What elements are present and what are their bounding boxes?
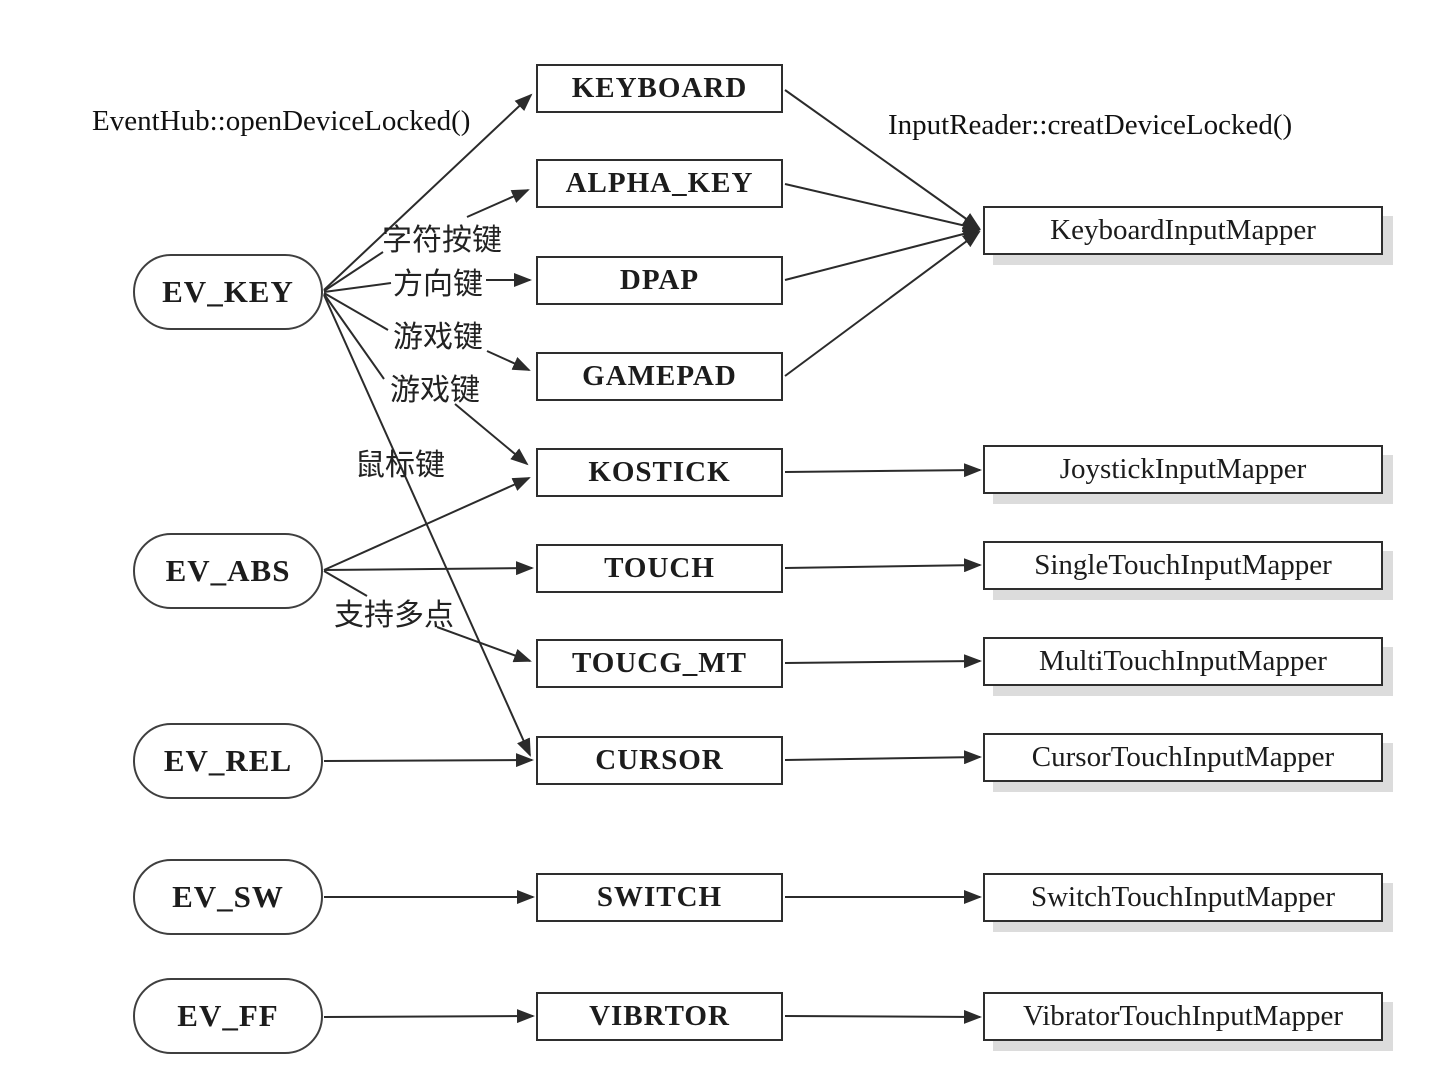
edge-label-character-keys: 字符按键: [382, 224, 502, 257]
device-node-alpha-key: ALPHA_KEY: [536, 159, 783, 208]
mapper-node-vibrator-touch-input-mapper: VibratorTouchInputMapper: [983, 992, 1383, 1041]
event-node-ev-rel: EV_REL: [133, 723, 323, 799]
header-inputreader-creat-device-locked: InputReader::creatDeviceLocked(): [888, 109, 1293, 141]
event-node-ev-abs: EV_ABS: [133, 533, 323, 609]
edge-label-direction-keys: 方向键: [393, 268, 483, 301]
mapper-node-single-touch-input-mapper: SingleTouchInputMapper: [983, 541, 1383, 590]
edge-label-multi-point-support: 支持多点: [334, 599, 454, 632]
mapper-node-multi-touch-input-mapper: MultiTouchInputMapper: [983, 637, 1383, 686]
edge-label-mouse-keys: 鼠标键: [355, 449, 445, 482]
header-eventhub-open-device-locked: EventHub::openDeviceLocked(): [92, 105, 471, 137]
mapper-node-cursor-touch-input-mapper: CursorTouchInputMapper: [983, 733, 1383, 782]
device-node-dpap: DPAP: [536, 256, 783, 305]
device-node-kostick: KOSTICK: [536, 448, 783, 497]
edge-label-game-keys-2: 游戏键: [390, 374, 480, 407]
mapper-node-joystick-input-mapper: JoystickInputMapper: [983, 445, 1383, 494]
mapper-node-switch-touch-input-mapper: SwitchTouchInputMapper: [983, 873, 1383, 922]
device-node-switch: SWITCH: [536, 873, 783, 922]
device-node-toucg-mt: TOUCG_MT: [536, 639, 783, 688]
event-node-ev-sw: EV_SW: [133, 859, 323, 935]
mapper-node-keyboard-input-mapper: KeyboardInputMapper: [983, 206, 1383, 255]
device-node-touch: TOUCH: [536, 544, 783, 593]
event-node-ev-ff: EV_FF: [133, 978, 323, 1054]
device-node-gamepad: GAMEPAD: [536, 352, 783, 401]
event-node-ev-key: EV_KEY: [133, 254, 323, 330]
device-node-cursor: CURSOR: [536, 736, 783, 785]
device-node-keyboard: KEYBOARD: [536, 64, 783, 113]
edge-label-game-keys-1: 游戏键: [393, 321, 483, 354]
device-node-vibrtor: VIBRTOR: [536, 992, 783, 1041]
